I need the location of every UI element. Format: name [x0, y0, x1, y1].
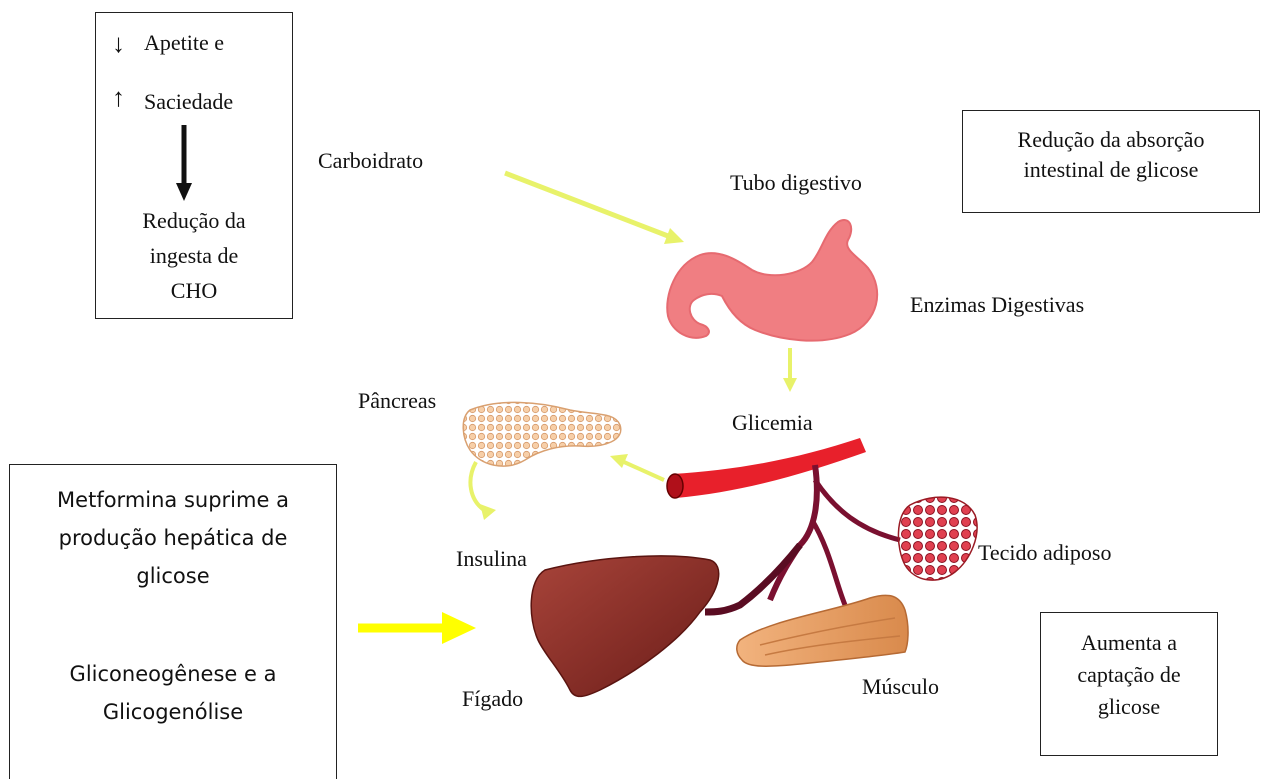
- pancreas-label: Pâncreas: [358, 388, 436, 414]
- insulin-label: Insulina: [456, 546, 527, 572]
- metformin-arrow-icon: [358, 612, 476, 644]
- pancreas-icon: [463, 402, 621, 466]
- liver-label: Fígado: [462, 686, 523, 712]
- glycemia-arrow-icon: [783, 348, 797, 392]
- digestive-tube-label: Tubo digestivo: [730, 170, 862, 196]
- carbohydrate-label: Carboidrato: [318, 148, 423, 174]
- liver-icon: [531, 556, 719, 697]
- insulin-arrow-icon: [470, 462, 496, 520]
- stomach-icon: [667, 220, 877, 341]
- muscle-icon: [737, 595, 908, 666]
- adipose-tissue-icon: [898, 497, 977, 580]
- pancreas-arrow-icon: [610, 454, 664, 480]
- enzymes-label: Enzimas Digestivas: [910, 292, 1084, 318]
- muscle-label: Músculo: [862, 674, 939, 700]
- carb-arrow-icon: [505, 173, 684, 244]
- glycemia-label: Glicemia: [732, 410, 813, 436]
- adipose-label: Tecido adiposo: [978, 540, 1111, 566]
